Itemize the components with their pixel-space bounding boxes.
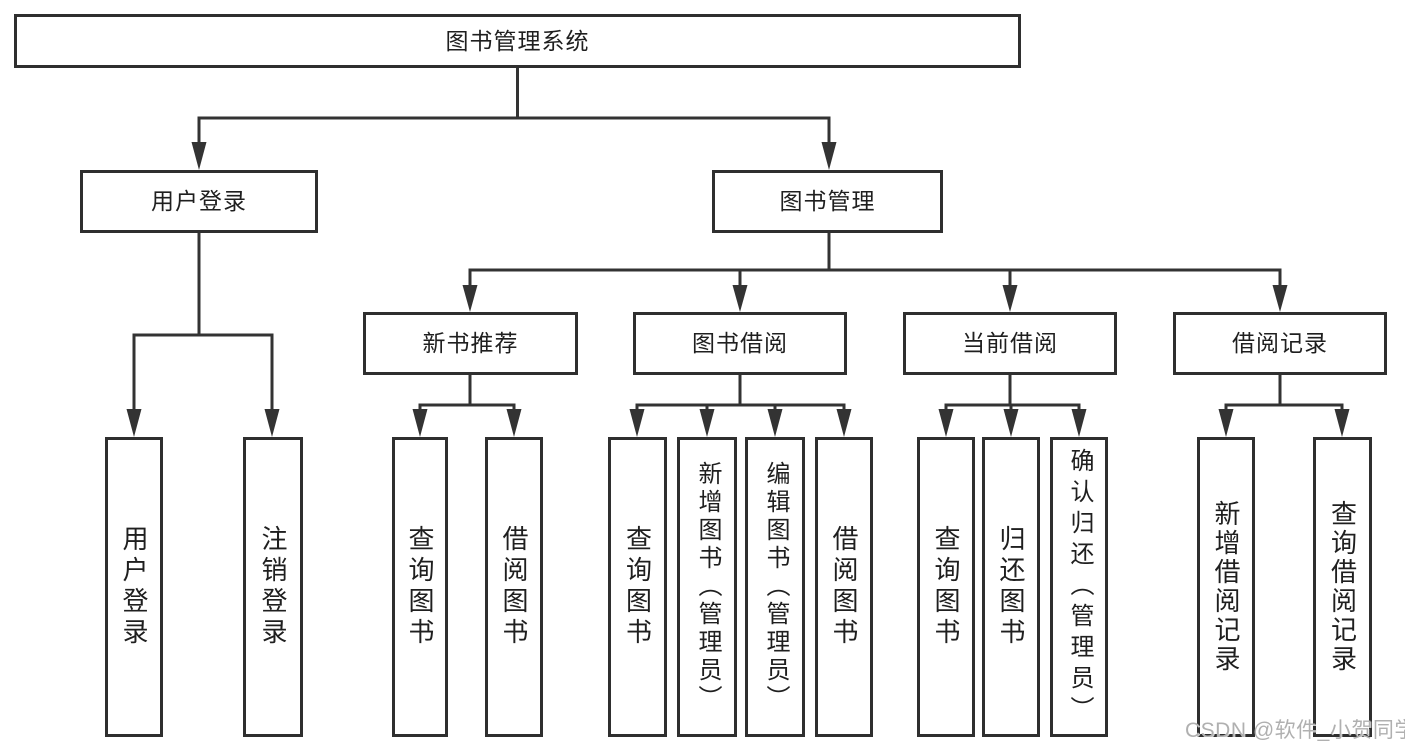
node-leaf-logout: 注销登录 bbox=[243, 437, 303, 737]
node-label: 确认归还（管理员） bbox=[1066, 447, 1093, 727]
node-library-management-system: 图书管理系统 bbox=[14, 14, 1021, 68]
node-label: 图书管理系统 bbox=[445, 27, 590, 54]
node-current-borrowing: 当前借阅 bbox=[903, 312, 1117, 375]
node-leaf-add-borrow-record: 新增借阅记录 bbox=[1197, 437, 1255, 737]
connector-borrow-records-to-leaves bbox=[1218, 375, 1350, 437]
node-label: 新增借阅记录 bbox=[1211, 500, 1241, 674]
connector-user-login-to-leaves bbox=[126, 233, 280, 437]
node-leaf-user-login: 用户登录 bbox=[105, 437, 163, 737]
csdn-watermark: CSDN @软件_小贺同学 bbox=[1185, 719, 1405, 742]
node-label: 借阅记录 bbox=[1232, 330, 1328, 356]
node-new-book-recommendation: 新书推荐 bbox=[363, 312, 578, 375]
connector-book-management-to-level3 bbox=[462, 233, 1288, 312]
node-leaf-query-books-borrow: 查询图书 bbox=[608, 437, 667, 737]
node-leaf-borrow-books: 借阅图书 bbox=[815, 437, 873, 737]
node-label: 查询图书 bbox=[405, 525, 435, 649]
connector-new-book-to-leaves bbox=[412, 375, 522, 437]
node-leaf-borrow-books-recommend: 借阅图书 bbox=[485, 437, 543, 737]
node-label: 新书推荐 bbox=[422, 330, 519, 356]
node-label: 归还图书 bbox=[996, 525, 1026, 649]
node-label: 图书借阅 bbox=[692, 330, 788, 356]
node-label: 借阅图书 bbox=[499, 525, 529, 649]
node-label: 借阅图书 bbox=[829, 525, 859, 649]
node-leaf-query-books-recommend: 查询图书 bbox=[392, 437, 448, 737]
node-label: 查询图书 bbox=[931, 525, 961, 649]
node-label: 新增图书（管理员） bbox=[694, 461, 721, 713]
node-leaf-add-books-admin: 新增图书（管理员） bbox=[677, 437, 737, 737]
connector-root-to-level2 bbox=[191, 68, 837, 170]
node-leaf-query-books-current: 查询图书 bbox=[917, 437, 975, 737]
node-label: 注销登录 bbox=[258, 525, 288, 649]
node-label: 当前借阅 bbox=[962, 330, 1058, 356]
connector-current-borrow-to-leaves bbox=[938, 375, 1087, 437]
node-label: 用户登录 bbox=[151, 188, 247, 214]
connector-book-borrow-to-leaves bbox=[629, 375, 852, 437]
node-leaf-confirm-return-admin: 确认归还（管理员） bbox=[1050, 437, 1108, 737]
node-label: 图书管理 bbox=[779, 188, 876, 214]
node-label: 编辑图书（管理员） bbox=[762, 461, 789, 713]
node-leaf-query-borrow-record: 查询借阅记录 bbox=[1313, 437, 1372, 737]
node-borrowing-records: 借阅记录 bbox=[1173, 312, 1387, 375]
node-label: 查询图书 bbox=[622, 525, 653, 649]
node-user-login: 用户登录 bbox=[80, 170, 318, 233]
node-label: 用户登录 bbox=[119, 525, 149, 649]
node-label: 查询借阅记录 bbox=[1327, 500, 1358, 674]
node-leaf-return-books: 归还图书 bbox=[982, 437, 1040, 737]
node-book-borrowing: 图书借阅 bbox=[633, 312, 847, 375]
node-leaf-edit-books-admin: 编辑图书（管理员） bbox=[745, 437, 805, 737]
node-book-management: 图书管理 bbox=[712, 170, 943, 233]
